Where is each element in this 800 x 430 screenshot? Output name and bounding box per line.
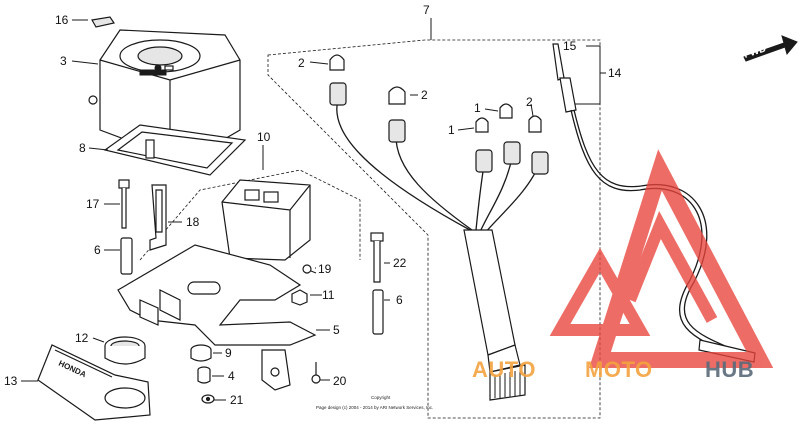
bracket-group-outline (139, 169, 361, 261)
callout-11: 11 (322, 288, 335, 302)
bracket-5 (117, 244, 317, 391)
bulb-1b (475, 117, 489, 133)
nut-11 (291, 289, 308, 306)
bulb-1a (499, 103, 513, 119)
stay-18 (149, 184, 167, 251)
callout-1a: 1 (474, 101, 481, 115)
wiring-group-outline (267, 39, 601, 419)
callout-17: 17 (86, 197, 100, 211)
callout-18: 18 (186, 215, 200, 229)
watermark-word-1: AUTO (472, 357, 536, 382)
callout-16: 16 (55, 13, 69, 27)
callout-10: 10 (257, 130, 271, 144)
relay-box-10 (221, 179, 311, 261)
bulb-2a (329, 54, 345, 71)
callout-2c: 2 (526, 95, 533, 109)
callout-4: 4 (228, 369, 235, 383)
callout-13: 13 (4, 374, 18, 388)
wire-harness-7 (329, 82, 549, 401)
collar-4 (197, 366, 211, 384)
screw-20 (311, 362, 321, 384)
watermark-triangle-small (549, 247, 651, 336)
callout-21: 21 (230, 393, 244, 407)
bulb-2b (388, 86, 406, 105)
gasket-8 (103, 124, 247, 176)
copyright: Copyright Page design (c) 2004 - 2014 by… (316, 395, 433, 410)
watermark-word-3: HUB (705, 357, 754, 382)
screw-19 (302, 264, 317, 274)
callout-6-right: 6 (396, 293, 403, 307)
bulb-2c (528, 115, 542, 133)
ring-12 (104, 336, 146, 365)
callout-1b: 1 (448, 123, 455, 137)
bolt-17 (118, 179, 130, 229)
automotohub-watermark (549, 149, 774, 368)
collar-6-right (372, 289, 384, 335)
leader-lines (21, 18, 606, 401)
bolt-21 (201, 394, 215, 404)
callout-3: 3 (60, 54, 67, 68)
callout-14: 14 (608, 66, 622, 80)
callout-2a: 2 (298, 56, 305, 70)
callout-20: 20 (333, 374, 347, 388)
watermark-text: AUTO MOTO HUB (472, 357, 754, 382)
callout-8: 8 (79, 141, 86, 155)
callout-19: 19 (318, 262, 332, 276)
callout-7: 7 (423, 3, 430, 17)
collar-6-left (120, 237, 133, 275)
callout-15: 15 (563, 39, 577, 53)
callout-5: 5 (333, 323, 340, 337)
grommet-9 (190, 344, 212, 362)
bulbs (329, 54, 542, 133)
bolt-22 (370, 232, 384, 283)
copyright-line1: Copyright (371, 395, 391, 400)
group-outlines (139, 39, 601, 419)
callout-22: 22 (393, 256, 407, 270)
fwd-arrow: FWD (743, 35, 798, 62)
callout-9: 9 (225, 346, 232, 360)
copyright-line2: Page design (c) 2004 - 2014 by ARI Netwo… (316, 405, 433, 410)
watermark-triangle-outer (589, 149, 774, 368)
cover-13: HONDA (37, 344, 151, 421)
callout-6-left: 6 (94, 243, 101, 257)
label-plate-16 (91, 16, 115, 28)
callout-2b: 2 (421, 88, 428, 102)
watermark-word-2: MOTO (585, 357, 653, 382)
callout-labels: 16 3 8 17 6 18 10 19 11 5 22 6 12 13 9 4… (4, 3, 622, 407)
watermark-triangle-inner (624, 210, 718, 323)
callout-12: 12 (75, 331, 89, 345)
